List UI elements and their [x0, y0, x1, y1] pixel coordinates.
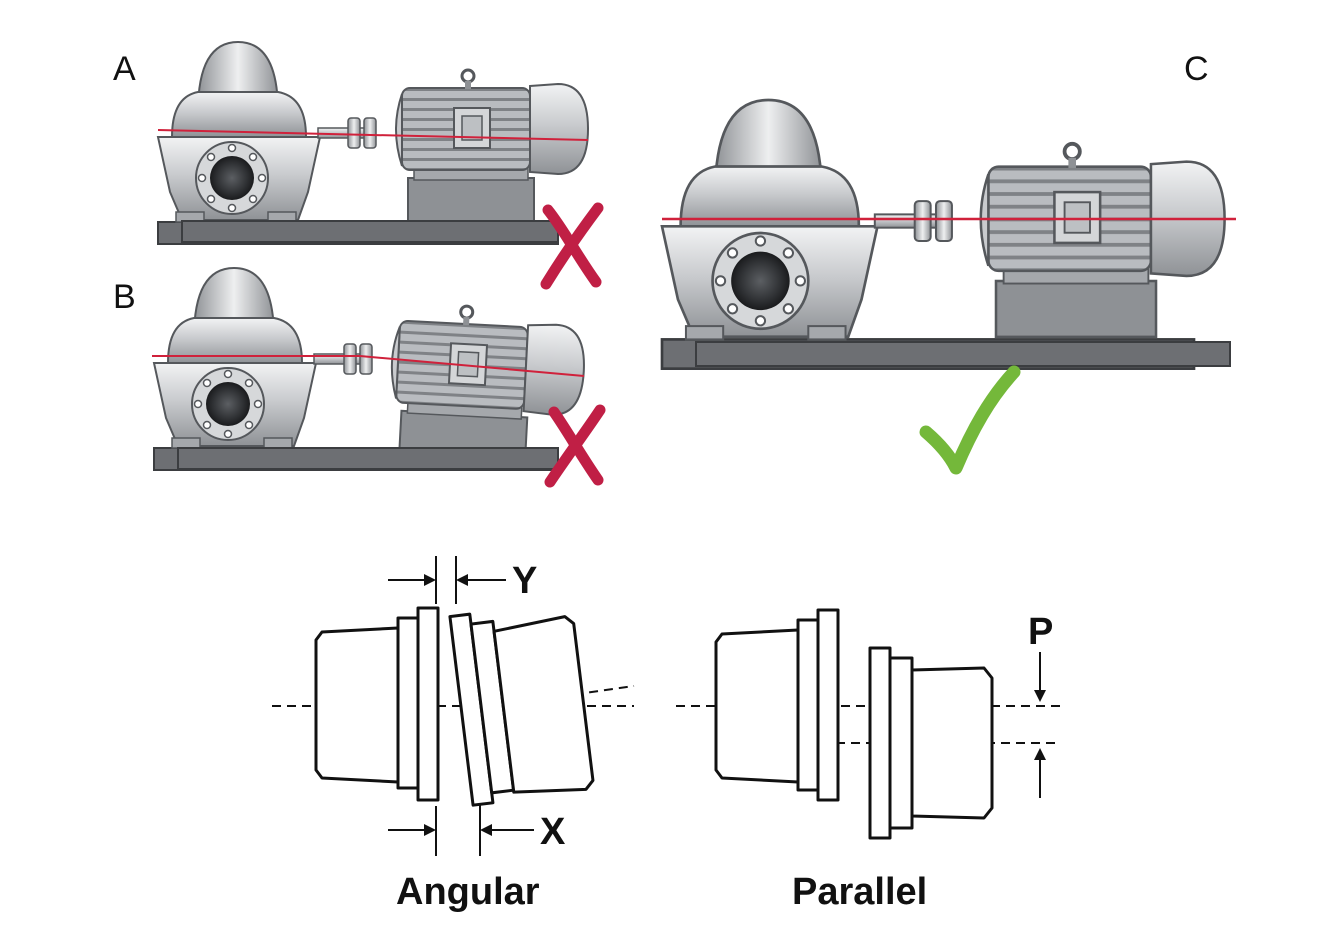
angular-right-half	[448, 612, 595, 807]
angular-coupling-diagram: Y X Angular	[272, 556, 635, 913]
parallel-caption: Parallel	[792, 871, 927, 913]
angular-caption: Angular	[396, 871, 540, 913]
angular-gap-x-label: X	[540, 811, 566, 853]
panel-b-label: B	[113, 278, 136, 316]
angular-gap-x-dimension	[388, 804, 534, 856]
parallel-offset-p-dimension	[1034, 652, 1046, 798]
parallel-left-step	[796, 618, 820, 792]
cross-mark-icon	[540, 202, 604, 290]
parallel-right-hub	[910, 666, 994, 820]
angular-left-flange	[416, 606, 440, 802]
parallel-left-hub	[714, 628, 800, 784]
panel-c-label: C	[1184, 50, 1209, 88]
parallel-offset-p-label: P	[1028, 611, 1053, 653]
panel-a-assembly	[157, 41, 590, 245]
angular-gap-y-label: Y	[512, 560, 537, 602]
parallel-left-flange	[816, 608, 840, 802]
parallel-right-flange	[868, 646, 892, 840]
panel-a-centerline	[157, 129, 589, 141]
panel-b: B	[113, 267, 606, 488]
panel-b-assembly	[152, 267, 589, 471]
cross-mark-icon	[544, 404, 606, 488]
angular-left-hub	[314, 626, 400, 784]
panel-a-label: A	[113, 50, 136, 88]
panel-b-centerline	[359, 355, 585, 377]
parallel-coupling-diagram: P Parallel	[676, 608, 1060, 913]
panel-c: C	[660, 50, 1236, 475]
angular-gap-y-dimension	[388, 556, 506, 604]
check-mark-icon	[919, 365, 1021, 475]
panel-a: A	[113, 41, 604, 290]
angular-left-step	[396, 616, 420, 790]
panel-c-assembly	[660, 98, 1236, 370]
parallel-right-step	[888, 656, 914, 830]
